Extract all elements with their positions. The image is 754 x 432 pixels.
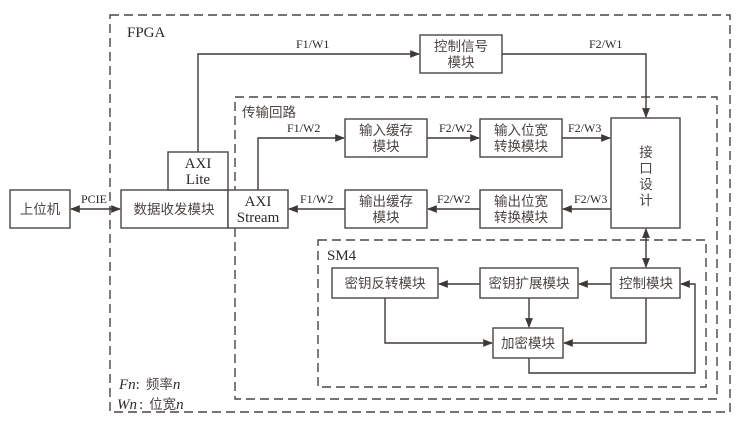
input-buffer-label-line1: 输入缓存	[359, 123, 413, 139]
input-width-conv-block: 输入位宽 转换模块	[479, 118, 563, 158]
host-label: 上位机	[20, 202, 61, 218]
sm4-label: SM4	[327, 248, 357, 264]
legend-width-sep: :	[139, 397, 143, 413]
control-signal-to-interface-wire	[502, 53, 650, 118]
axi-stream-block: AXI Stream	[227, 189, 289, 229]
interface-design-label-char3: 设	[639, 177, 653, 193]
legend-frequency-desc: 频率	[146, 376, 173, 393]
input-buffer-to-conv-label: F2/W2	[439, 121, 472, 135]
output-width-conv-label-line1: 输出位宽	[494, 193, 548, 210]
key-expand-block: 密钥扩展模块	[479, 267, 579, 299]
key-reverse-to-encrypt-wire	[384, 298, 493, 347]
legend: Fn:频率n Wn:位宽n	[117, 376, 184, 413]
axi-lite-label-line1: AXI	[185, 156, 212, 172]
legend-width: Wn: 位宽n	[117, 396, 184, 413]
legend-width-symbol: Wn	[117, 397, 137, 413]
transceiver-label: 数据收发模块	[134, 202, 215, 218]
legend-width-n: n	[176, 397, 184, 413]
interface-design-label-char1: 接	[639, 144, 653, 161]
axi-lite-label-line2: Lite	[186, 172, 210, 188]
legend-frequency-symbol: Fn	[118, 377, 136, 393]
axi-lite-block: AXI Lite	[167, 151, 229, 191]
fpga-label: FPGA	[127, 25, 166, 41]
output-width-conv-label-line2: 转换模块	[494, 210, 548, 226]
interface-design-label-char2: 口	[639, 161, 653, 177]
transceiver-block: 数据收发模块	[120, 189, 229, 229]
output-buffer-label-line1: 输出缓存	[359, 194, 413, 210]
control-signal-label-line1: 控制信号	[434, 39, 488, 55]
output-conv-to-buffer-label: F2/W2	[437, 192, 470, 206]
input-conv-to-interface-label: F2/W3	[568, 121, 601, 135]
legend-width-desc: 位宽	[149, 396, 176, 413]
control-signal-to-interface-label: F2/W1	[589, 37, 622, 51]
control-signal-block: 控制信号 模块	[419, 34, 503, 74]
control-block: 控制模块	[610, 267, 681, 299]
axi-stream-label-line1: AXI	[245, 194, 272, 210]
control-label: 控制模块	[619, 276, 673, 292]
input-width-conv-label-line2: 转换模块	[494, 139, 548, 155]
interface-design-block: 接 口 设 计	[610, 117, 681, 229]
output-buffer-label-line2: 模块	[373, 210, 400, 226]
encrypt-to-control-feedback-wire	[528, 280, 696, 374]
host-block: 上位机	[9, 189, 71, 229]
encrypt-label: 加密模块	[501, 335, 555, 352]
control-signal-label-line2: 模块	[448, 55, 475, 71]
legend-frequency: Fn: 频率n	[118, 376, 180, 393]
key-reverse-block: 密钥反转模块	[331, 267, 439, 299]
input-buffer-label-line2: 模块	[373, 139, 400, 155]
transfer-loop-label: 传输回路	[242, 105, 296, 121]
key-reverse-label: 密钥反转模块	[345, 275, 426, 292]
output-width-conv-block: 输出位宽 转换模块	[479, 189, 563, 229]
lite-to-control-signal-label: F1/W1	[296, 37, 329, 51]
sm4-container	[317, 239, 707, 388]
input-width-conv-label-line1: 输入位宽	[494, 122, 548, 139]
output-buffer-to-stream-label: F1/W2	[300, 192, 333, 206]
key-expand-label: 密钥扩展模块	[489, 275, 570, 292]
output-buffer-block: 输出缓存 模块	[344, 189, 428, 229]
fpga-container	[109, 14, 731, 413]
input-buffer-block: 输入缓存 模块	[344, 118, 428, 158]
interface-design-label-char4: 计	[639, 193, 653, 209]
lite-to-control-signal-wire	[197, 50, 420, 152]
interface-to-output-conv-label: F2/W3	[574, 192, 607, 206]
encrypt-block: 加密模块	[492, 327, 564, 359]
legend-frequency-sep: :	[136, 377, 140, 393]
axi-stream-label-line2: Stream	[237, 210, 280, 226]
legend-frequency-n: n	[173, 377, 181, 393]
stream-to-input-buffer-label: F1/W2	[287, 121, 320, 135]
pcie-label: PCIE	[81, 192, 107, 206]
transfer-loop-container	[234, 96, 718, 400]
control-to-encrypt-wire	[563, 298, 647, 347]
stream-to-input-buffer-wire	[257, 134, 345, 190]
